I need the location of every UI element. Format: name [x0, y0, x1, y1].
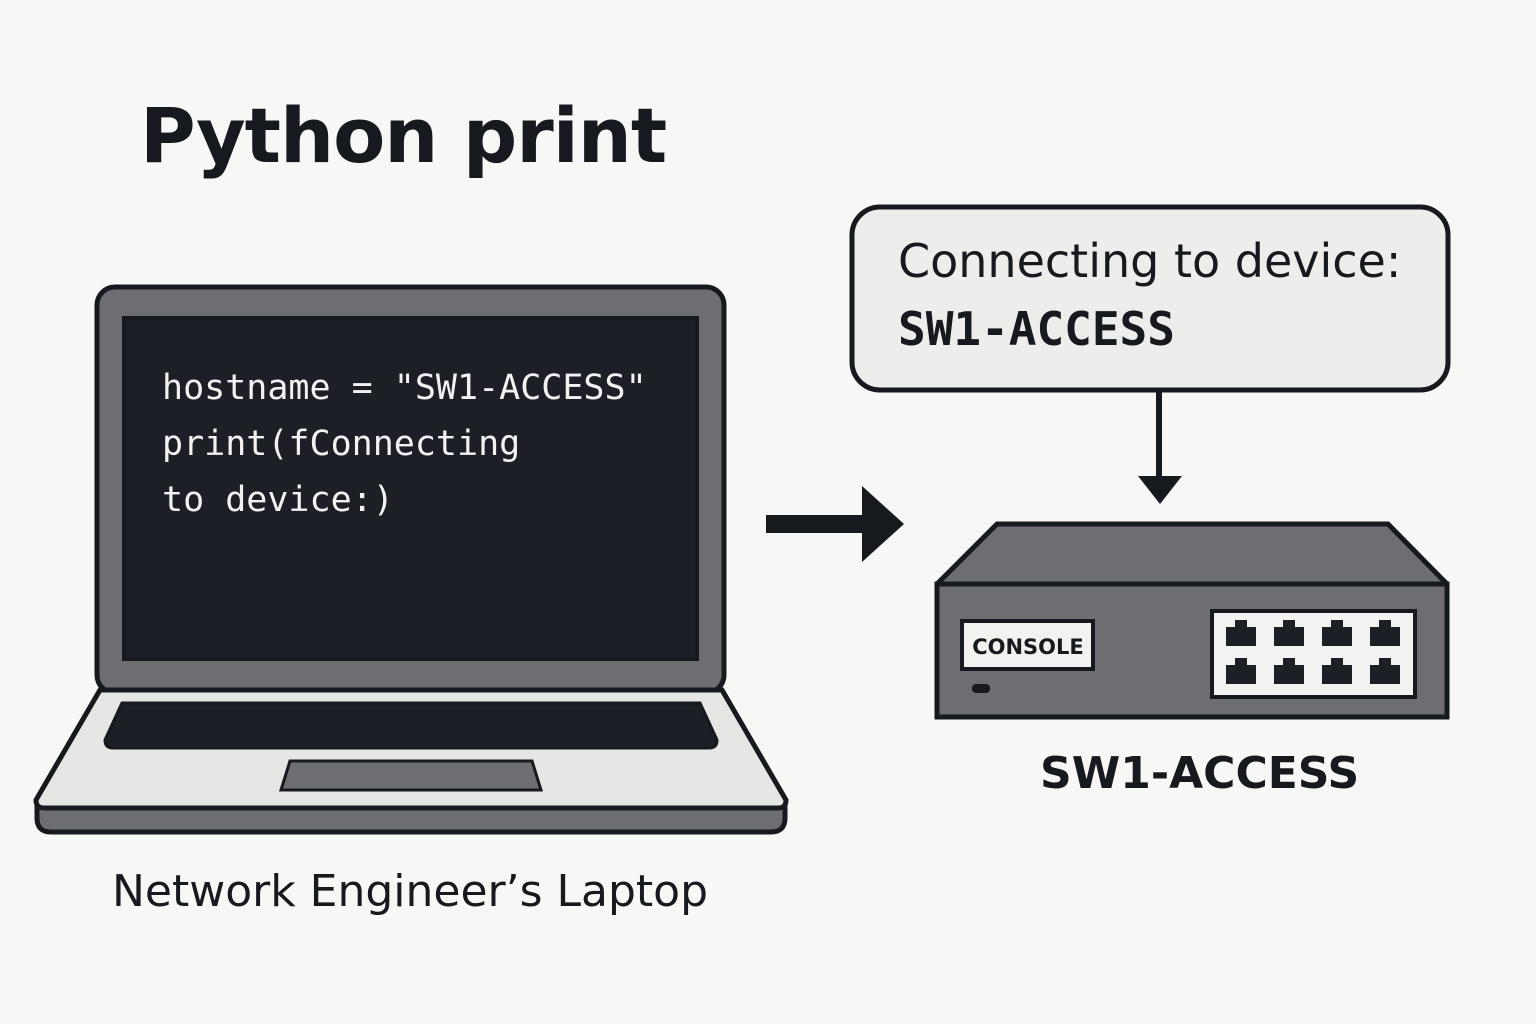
output-text: Connecting to device: SW1-ACCESS	[898, 238, 1401, 352]
arrow-laptop-to-switch	[766, 486, 904, 562]
output-bubble	[849, 204, 1451, 393]
ethernet-port-icon	[1370, 658, 1400, 684]
python-code: hostname = "SW1-ACCESS" print(fConnecting…	[162, 360, 647, 528]
console-label: CONSOLE	[972, 635, 1084, 659]
code-line: to device:)	[162, 480, 394, 520]
laptop-trackpad	[278, 759, 544, 792]
laptop-keyboard	[103, 701, 719, 750]
laptop-label: Network Engineer’s Laptop	[111, 866, 709, 917]
status-led	[972, 684, 990, 693]
code-line: hostname = "SW1-ACCESS"	[162, 368, 647, 408]
switch-illustration	[934, 521, 1450, 720]
switch-label: SW1-ACCESS	[1040, 748, 1360, 799]
console-port	[960, 619, 1095, 671]
laptop-illustration	[33, 284, 789, 835]
ethernet-port-icon	[1274, 658, 1304, 684]
output-line-2: SW1-ACCESS	[898, 302, 1175, 356]
laptop-screen	[122, 316, 699, 661]
arrow-bubble-to-switch	[1138, 390, 1182, 504]
diagram-title: Python print	[140, 91, 667, 180]
ethernet-port-icon	[1226, 658, 1256, 684]
ethernet-port-icon	[1322, 658, 1352, 684]
ethernet-port-icon	[1322, 620, 1352, 646]
code-line: print(fConnecting	[162, 424, 521, 464]
output-line-1: Connecting to device:	[898, 234, 1402, 288]
ethernet-port-icon	[1274, 620, 1304, 646]
ethernet-port-icon	[1226, 620, 1256, 646]
ethernet-port-icon	[1370, 620, 1400, 646]
